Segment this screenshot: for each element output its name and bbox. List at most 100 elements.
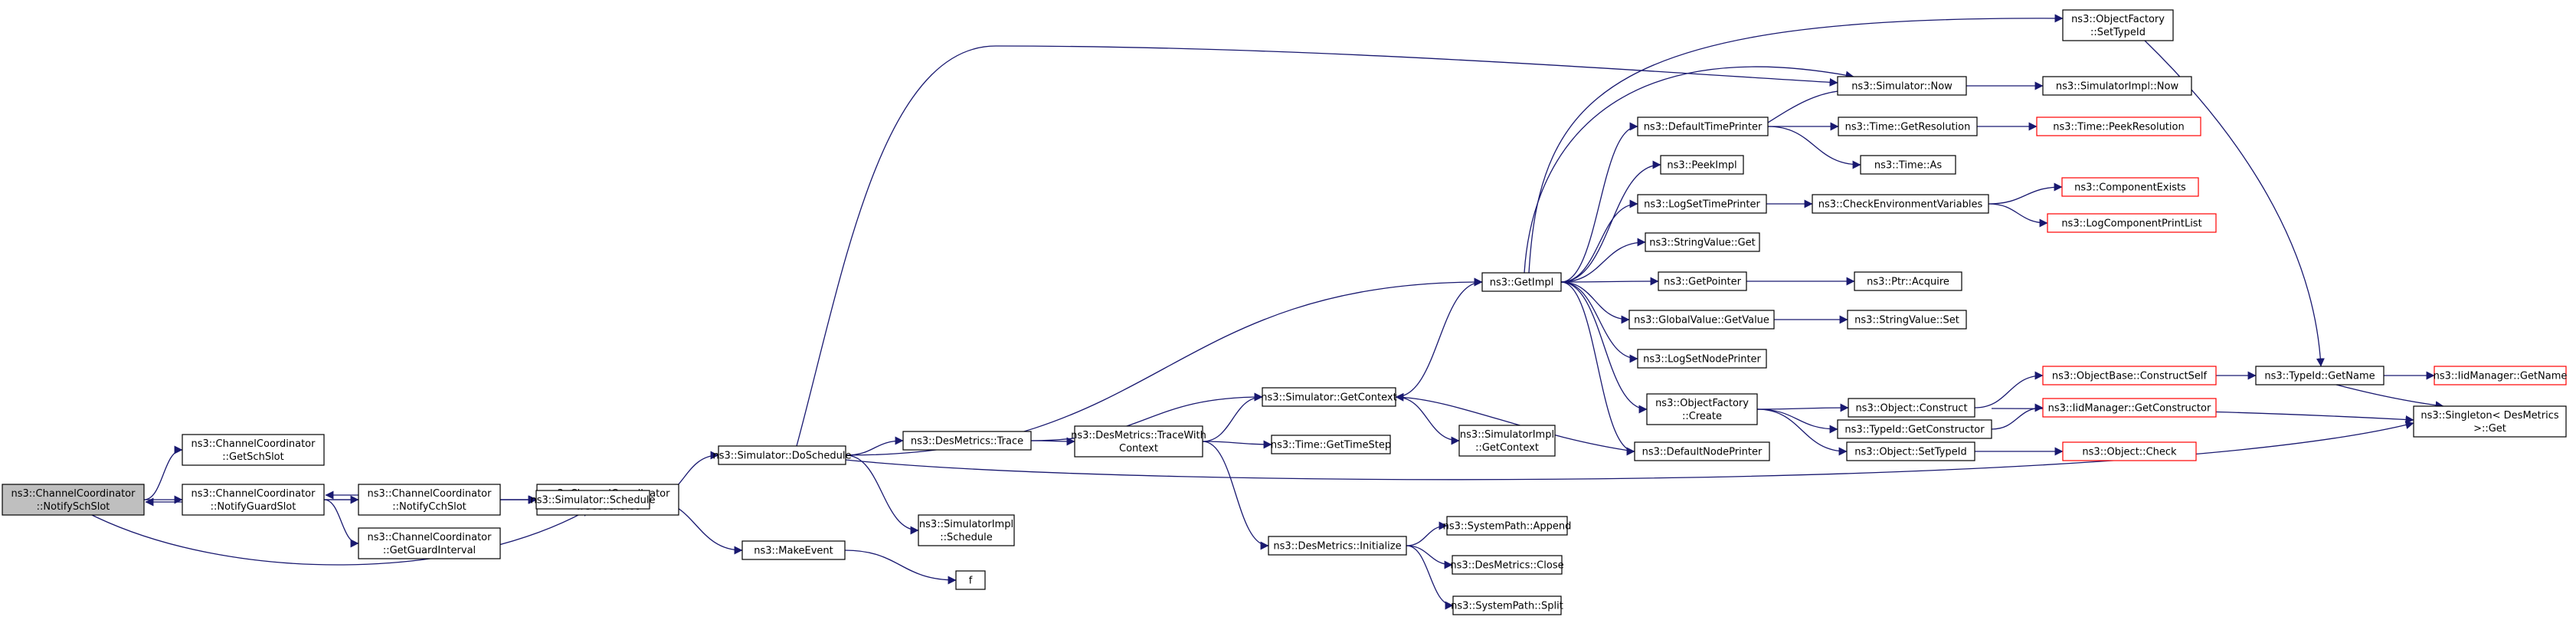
node-get-impl[interactable]: ns3::GetImpl [1481,272,1562,292]
node-box [2047,213,2217,233]
node-peek-impl[interactable]: ns3::PeekImpl [1660,155,1744,175]
node-label: ns3::Time::As [1874,160,1943,172]
node-default-time-printer[interactable]: ns3::DefaultTimePrinter [1637,116,1769,136]
node-string-value-set[interactable]: ns3::StringValue::Set [1847,310,1967,330]
node-simulator-schedule[interactable]: ns3::Simulator::Schedule [530,490,656,510]
node-time-peek-resolution[interactable]: ns3::Time::PeekResolution [2036,116,2201,136]
node-log-component-print-list[interactable]: ns3::LogComponentPrintList [2047,213,2217,233]
node-get-pointer[interactable]: ns3::GetPointer [1658,271,1747,291]
node-desmetrics-trace[interactable]: ns3::DesMetrics::Trace [902,431,1032,451]
node-label: Context [1119,443,1158,454]
node-box [182,484,325,516]
node-label: ns3::ObjectBase::ConstructSelf [2052,371,2208,382]
edge-default_node_printer-to-simulator_get_context [1395,392,1635,452]
node-desmetrics-initialize[interactable]: ns3::DesMetrics::Initialize [1268,536,1407,556]
node-singleton-desmetrics-get[interactable]: ns3::Singleton< DesMetrics >::Get [2413,405,2567,438]
node-label: ns3::LogSetNodePrinter [1643,354,1761,366]
edge-get_impl-to-peek_impl [1560,160,1661,283]
node-simulatorimpl-schedule[interactable]: ns3::SimulatorImpl::Schedule [918,514,1015,546]
node-box [1660,155,1744,175]
node-label: ns3::Simulator::GetContext [1261,392,1396,404]
node-notify-sch-slot[interactable]: ns3::ChannelCoordinator::NotifySchSlot [2,484,145,516]
node-label: ns3::DesMetrics::Trace [911,436,1023,448]
node-box [1628,310,1775,330]
edge-get_impl-to-simulator_now [1524,66,1854,274]
edge-type_id_get_name-to-singleton_desmetrics_get [2335,384,2444,410]
node-global-value-get-value[interactable]: ns3::GlobalValue::GetValue [1628,310,1775,330]
node-label: ns3::DesMetrics::Initialize [1273,541,1401,553]
node-default-node-printer[interactable]: ns3::DefaultNodePrinter [1634,441,1770,461]
node-label: ns3::Ptr::Acquire [1867,277,1949,288]
edge-simulator_do_schedule-to-simulator_now [796,45,1838,447]
node-label: ns3::ChannelCoordinator [368,532,493,543]
node-box [1837,419,1992,439]
node-label: ns3::GetPointer [1664,277,1741,288]
node-simulator-get-context[interactable]: ns3::Simulator::GetContext [1261,387,1397,407]
node-label: ns3::ComponentExists [2074,182,2186,194]
node-label: ns3::SimulatorImpl::Now [2056,81,2179,93]
node-box [1848,398,1975,418]
node-get-guard-interval[interactable]: ns3::ChannelCoordinator::GetGuardInterva… [358,527,501,559]
node-box [358,484,501,516]
node-label: ns3::DefaultTimePrinter [1644,122,1763,133]
node-box [741,540,846,560]
node-system-path-append[interactable]: ns3::SystemPath::Append [1443,516,1572,536]
node-label: ns3::SimulatorImpl [919,519,1013,530]
edge-notify_guard_slot-to-get_guard_interval [323,499,359,548]
node-box [1268,536,1407,556]
node-box [2255,366,2385,385]
node-label: ::NotifyGuardSlot [211,501,296,513]
node-system-path-split[interactable]: ns3::SystemPath::Split [1451,595,1563,615]
node-label: ::GetContext [1475,442,1539,454]
node-object-construct[interactable]: ns3::Object::Construct [1848,398,1975,418]
node-label: ns3::Simulator::DoSchedule [712,451,851,462]
node-label: ns3::Time::GetResolution [1845,122,1971,133]
node-box [902,431,1032,451]
node-box [1452,595,1562,615]
node-component-exists[interactable]: ns3::ComponentExists [2061,177,2199,197]
node-label: ns3::PeekImpl [1667,160,1736,172]
node-check-environment-variables[interactable]: ns3::CheckEnvironmentVariables [1812,194,1989,214]
node-label: ns3::ObjectFactory [2071,14,2165,25]
node-type-id-get-constructor[interactable]: ns3::TypeId::GetConstructor [1837,419,1992,439]
edge-simulator_do_schedule-to-simulatorimpl_schedule [845,454,919,535]
edge-simulator_do_schedule-to-singleton_desmetrics_get [845,421,2414,481]
edge-default_time_printer-to-simulator_now [1767,87,1847,123]
node-f[interactable]: f [955,570,986,590]
node-simulatorimpl-get-context[interactable]: ns3::SimulatorImpl::GetContext [1458,425,1556,457]
node-ptr-acquire[interactable]: ns3::Ptr::Acquire [1854,271,1962,291]
node-box [2413,405,2567,438]
node-label: >::Get [2473,423,2506,435]
node-get-sch-slot[interactable]: ns3::ChannelCoordinator::GetSchSlot [182,434,325,466]
node-label: ns3::Object::Check [2082,447,2177,458]
node-label: ns3::LogSetTimePrinter [1644,199,1760,211]
node-object-base-construct-self[interactable]: ns3::ObjectBase::ConstructSelf [2042,366,2217,385]
node-box [2434,366,2567,385]
node-label: ns3::SystemPath::Split [1451,601,1563,612]
node-simulator-now[interactable]: ns3::Simulator::Now [1837,76,1967,96]
node-object-factory-set-type-id[interactable]: ns3::ObjectFactory::SetTypeId [2062,9,2174,41]
node-notify-cch-slot[interactable]: ns3::ChannelCoordinator::NotifyCchSlot [358,484,501,516]
node-time-get-resolution[interactable]: ns3::Time::GetResolution [1838,116,1978,136]
node-object-factory-create[interactable]: ns3::ObjectFactory::Create [1646,393,1758,425]
node-label: ns3::ChannelCoordinator [368,488,493,500]
node-notify-guard-slot[interactable]: ns3::ChannelCoordinator::NotifyGuardSlot [182,484,325,516]
node-string-value-get[interactable]: ns3::StringValue::Get [1645,232,1760,252]
node-simulator-do-schedule[interactable]: ns3::Simulator::DoSchedule [712,445,852,465]
node-type-id-get-name[interactable]: ns3::TypeId::GetName [2255,366,2385,385]
node-box [1074,425,1203,458]
node-simulatorimpl-now[interactable]: ns3::SimulatorImpl::Now [2042,76,2192,96]
node-make-event[interactable]: ns3::MakeEvent [741,540,846,560]
node-object-set-type-id[interactable]: ns3::Object::SetTypeId [1846,441,1975,461]
node-box [1458,425,1556,457]
node-time-as[interactable]: ns3::Time::As [1860,155,1956,175]
node-object-check[interactable]: ns3::Object::Check [2062,441,2197,461]
node-log-set-time-printer[interactable]: ns3::LogSetTimePrinter [1637,194,1767,214]
node-log-set-node-printer[interactable]: ns3::LogSetNodePrinter [1637,349,1767,369]
node-iid-manager-get-constructor[interactable]: ns3::IidManager::GetConstructor [2042,398,2217,418]
node-iid-manager-get-name[interactable]: ns3::IidManager::GetName [2434,366,2568,385]
node-time-get-time-step[interactable]: ns3::Time::GetTimeStep [1271,435,1391,454]
node-desmetrics-close[interactable]: ns3::DesMetrics::Close [1450,555,1564,575]
node-box [955,570,986,590]
